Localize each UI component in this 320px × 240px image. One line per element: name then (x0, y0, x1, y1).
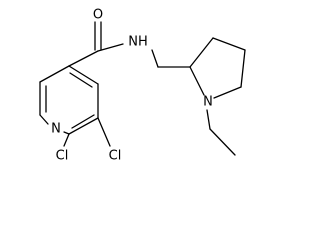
pyridine-ring (39, 65, 99, 135)
oxygen-label: O (93, 8, 103, 23)
bond-c6-c1-inner (71, 114, 95, 129)
amide-nh-label: NH (128, 35, 148, 50)
chlorine-label-1: Cl (56, 149, 69, 164)
bond-c4p-c5p (240, 49, 246, 88)
bond-c5p-n (213, 86, 242, 99)
bond-c6-c1 (68, 117, 99, 135)
pyrrolidine-nitrogen-label: N (203, 95, 213, 110)
bond-c2-c3-inner (69, 72, 93, 88)
bond-n-c6 (63, 131, 70, 135)
bond-nh-ch2 (151, 49, 159, 68)
bond-c1-cl (97, 117, 111, 147)
bond-carbonyl-n (97, 43, 124, 52)
bond-c6-cl (63, 133, 70, 147)
bond-n-c2p (189, 66, 205, 96)
bond-c3-c4 (39, 65, 70, 83)
bond-ethyl-ch3 (209, 128, 236, 156)
chlorine-label-2: Cl (109, 149, 122, 164)
bond-c2-c3 (68, 65, 99, 85)
chemical-structure-diagram: O NH N N Cl Cl (39, 8, 246, 164)
bond-ring-carbonyl (68, 50, 99, 67)
bond-n-ch2-ethyl (206, 109, 211, 130)
bond-c3p-c4p (212, 37, 246, 51)
bond-c2p-c3p (189, 37, 214, 68)
bond-c5-n (39, 114, 49, 125)
pyridine-nitrogen-label: N (51, 122, 61, 137)
pyrrolidine-ring (189, 37, 246, 99)
